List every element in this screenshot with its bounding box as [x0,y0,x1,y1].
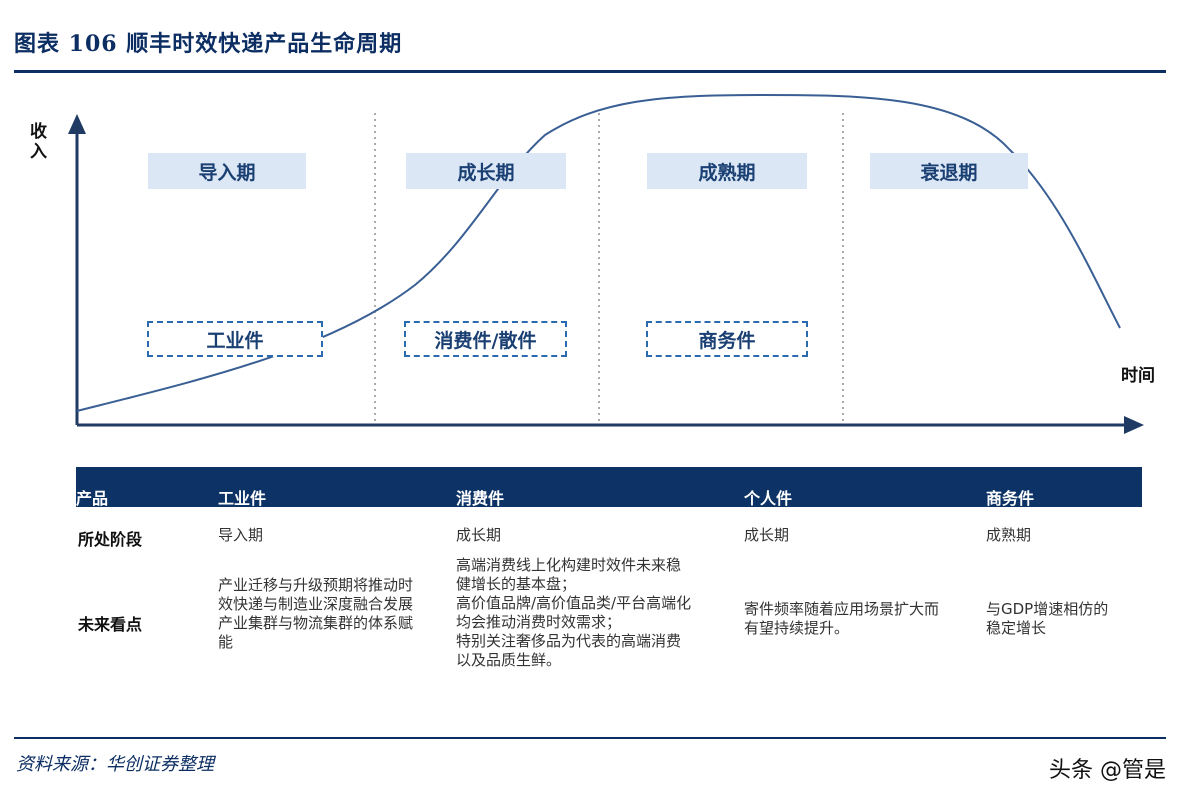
cell-line: 效快递与制造业深度融合发展 [218,595,414,613]
figure-title: 图表 106 顺丰时效快递产品生命周期 [14,31,403,57]
table-cell: 导入期 [218,526,264,544]
watermark: 头条 @管是 [1049,758,1166,783]
table-header: 产品 工业件 消费件 个人件 商务件 [76,467,1142,508]
table-header-cell: 个人件 [744,489,793,508]
cell-line: 稳定增长 [986,619,1047,637]
row-label: 所处阶段 [78,530,143,549]
row-label: 未来看点 [78,615,143,634]
phase-product: 商务件 [646,321,808,357]
footer-divider [14,737,1166,739]
phase-label: 成熟期 [647,153,807,189]
cell-line: 产业集群与物流集群的体系赋 [218,614,414,632]
phase-product: 工业件 [147,321,323,357]
x-axis-label: 时间 [1121,366,1155,386]
x-axis-arrow [1124,416,1144,434]
table-cell: 成熟期 [986,526,1032,544]
phase-product: 消费件/散件 [404,321,567,357]
phase-label: 导入期 [148,153,306,189]
table-cell: 寄件频率随着应用场景扩大而 有望持续提升。 [744,600,939,638]
cell-line: 以及品质生鲜。 [456,651,562,669]
source-note: 资料来源：华创证券整理 [16,754,214,775]
table-cell: 成长期 [744,526,790,544]
table-header-cell: 商务件 [986,489,1035,508]
table-header-cell: 工业件 [218,489,267,508]
cell-line: 高端消费线上化构建时效件未来稳 [456,556,682,574]
cell-line: 高价值品牌/高价值品类/平台高端化 [456,594,692,612]
cell-line: 均会推动消费时效需求； [456,613,622,631]
phase-label: 成长期 [406,153,566,189]
y-axis-arrow [68,114,86,134]
table-cell: 成长期 [456,526,502,544]
cell-line: 健增长的基本盘； [456,575,577,593]
cell-line: 能 [218,633,234,651]
cell-line: 寄件频率随着应用场景扩大而 [744,600,940,618]
title-divider [14,70,1166,73]
table-cell: 高端消费线上化构建时效件未来稳 健增长的基本盘； 高价值品牌/高价值品类/平台高… [456,556,691,670]
lifecycle-diagram [68,93,1144,434]
table-header-cell: 消费件 [456,489,505,508]
table-header-cell: 产品 [76,489,109,508]
phase-label: 衰退期 [870,153,1028,189]
table-cell: 产业迁移与升级预期将推动时 效快递与制造业深度融合发展 产业集群与物流集群的体系… [218,576,413,652]
cell-line: 与GDP增速相仿的 [986,600,1109,618]
cell-line: 有望持续提升。 [744,619,850,637]
cell-line: 特别关注奢侈品为代表的高端消费 [456,632,682,650]
table-cell: 与GDP增速相仿的 稳定增长 [986,600,1108,638]
y-axis-label: 收入 [30,122,47,162]
cell-line: 产业迁移与升级预期将推动时 [218,576,414,594]
